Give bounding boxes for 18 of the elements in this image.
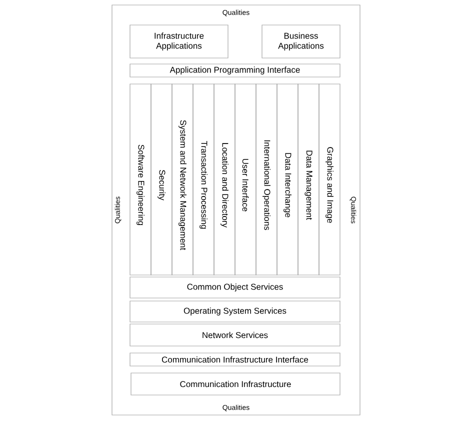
service-column: Security [150,84,172,276]
layer-box: Communication Infrastructure Interface [130,352,340,366]
service-column: User Interface [234,84,256,276]
application-box: Infrastructure Applications [130,24,228,58]
service-column: Data Management [298,84,320,276]
service-column: System and Network Management [172,84,194,276]
layer-box: Network Services [130,324,340,346]
layer-box: Operating System Services [130,300,340,322]
application-box: Business Applications [262,24,340,58]
service-column: Software Engineering [130,84,152,276]
layer-box: Common Object Services [130,276,340,298]
layer-box: Application Programming Interface [130,64,340,78]
service-column: International Operations [256,84,278,276]
layer-box: Communication Infrastructure [130,372,340,396]
service-column: Data Interchange [276,84,298,276]
service-column: Transaction Processing [192,84,214,276]
service-column: Location and Directory [214,84,236,276]
service-column: Graphics and Image [318,84,340,276]
